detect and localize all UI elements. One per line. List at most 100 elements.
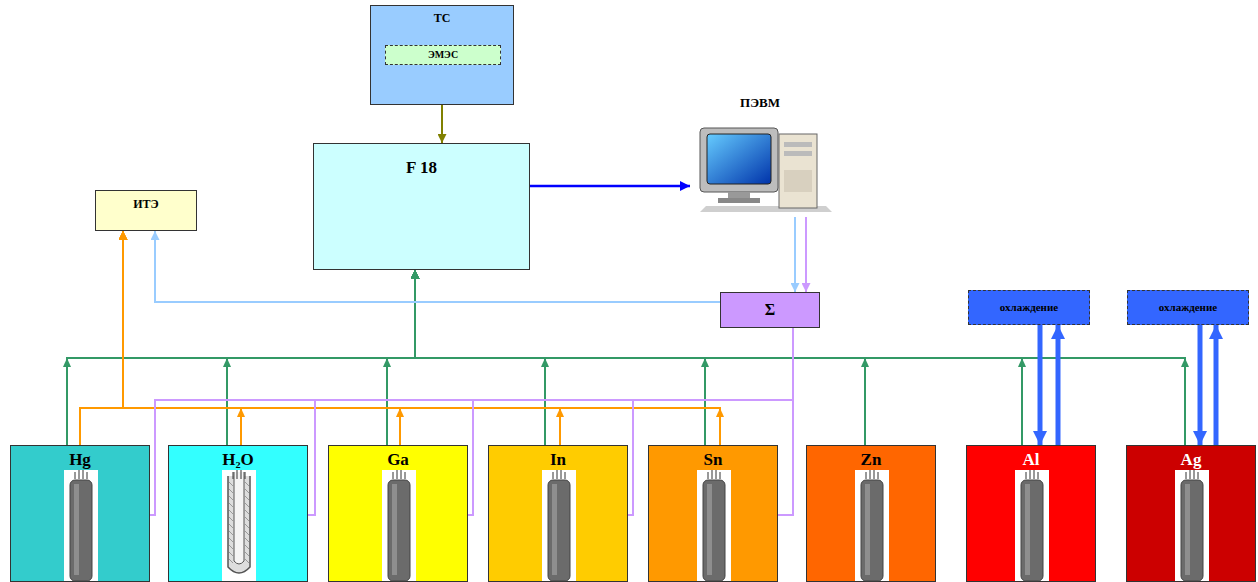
cell-crucible	[1021, 480, 1043, 581]
lead-wire	[708, 472, 709, 479]
cell-window	[855, 470, 889, 581]
signal-connector	[441, 105, 443, 143]
lead-wire	[1026, 472, 1027, 479]
crucible-highlight	[707, 484, 712, 575]
hatch-stroke	[229, 482, 233, 486]
lead-wire	[245, 472, 246, 479]
node-label: ПЭВМ	[740, 96, 780, 111]
node-label: ТС	[434, 12, 451, 26]
signal-connector	[1198, 325, 1203, 445]
hatch-stroke	[229, 503, 233, 507]
lead-wire	[1186, 472, 1187, 479]
lead-wire	[1198, 472, 1199, 479]
ice-mantle-hatching	[229, 482, 249, 563]
cell-window	[1175, 470, 1209, 581]
lead-wire	[716, 470, 717, 479]
drive-bay	[784, 151, 812, 156]
monitor-stand	[718, 198, 760, 203]
signal-connector	[778, 328, 793, 515]
fixed-point-cell: Zn	[806, 445, 936, 582]
hatch-stroke	[229, 559, 233, 563]
fixed-point-cell: Ag	[1126, 445, 1256, 582]
lead-wire	[553, 472, 554, 479]
lead-wire	[87, 472, 88, 479]
fixed-point-cell: Ga	[328, 445, 468, 582]
fixed-point-cell: In	[488, 445, 628, 582]
node-label: In	[550, 450, 566, 470]
lead-wire	[720, 472, 721, 479]
hatch-stroke	[245, 524, 249, 528]
fixed-point-cell: H₂O	[168, 445, 308, 582]
hatch-stroke	[245, 545, 249, 549]
lead-wire	[866, 472, 867, 479]
hatch-stroke	[245, 517, 249, 521]
node-label: Al	[1023, 450, 1040, 470]
crucible-highlight	[552, 484, 557, 575]
hatch-stroke	[229, 489, 233, 493]
system-unit	[779, 134, 817, 208]
hatch-stroke	[245, 482, 249, 486]
lead-wire	[401, 470, 402, 479]
cell-crucible	[1181, 480, 1203, 581]
lead-wire	[565, 472, 566, 479]
signal-connector	[415, 270, 1185, 445]
line-arrowheads	[237, 408, 724, 417]
cell-crucible	[70, 480, 92, 581]
cell-window	[382, 470, 416, 581]
node-label: охлаждение	[1159, 301, 1217, 314]
cell-window	[1015, 470, 1049, 581]
front-panel	[784, 170, 812, 192]
lead-wire	[557, 470, 558, 479]
cell-crucible	[388, 480, 410, 581]
bus-arrowheads	[63, 358, 1189, 367]
thermometer-leads	[393, 470, 405, 479]
signal-connector	[227, 270, 415, 445]
lead-wire	[75, 472, 76, 479]
signal-connector	[80, 231, 123, 445]
fixed-point-cell: Sn	[648, 445, 778, 582]
hatch-stroke	[245, 559, 249, 563]
signal-connector	[123, 231, 241, 445]
device-box: ИТЭ	[95, 190, 197, 231]
hatch-stroke	[229, 524, 233, 528]
thermometer-well	[234, 472, 244, 564]
thermometer-leads	[75, 470, 87, 479]
lead-wire	[83, 470, 84, 479]
node-label: ЭМЭС	[428, 49, 458, 61]
signal-connector	[1214, 325, 1219, 445]
monitor-screen	[707, 134, 771, 184]
hatch-stroke	[245, 510, 249, 514]
hatch-stroke	[229, 517, 233, 521]
crucible-highlight	[1025, 484, 1030, 575]
signal-connector	[1038, 325, 1043, 445]
lead-wire	[1030, 470, 1031, 479]
node-label: охлаждение	[1000, 301, 1058, 314]
thermometer-leads	[1026, 470, 1038, 479]
lead-wire	[1034, 470, 1035, 479]
node-label: Sn	[704, 450, 723, 470]
node-label: Hg	[69, 450, 91, 470]
module-box: ЭМЭС	[385, 45, 501, 65]
signal-connector	[530, 185, 690, 188]
cell-crucible	[548, 480, 570, 581]
node-label: Zn	[861, 450, 882, 470]
cell-window	[542, 470, 576, 581]
lead-wire	[233, 472, 234, 479]
crucible-highlight	[74, 484, 79, 575]
node-label: Ga	[387, 450, 409, 470]
lead-wire	[874, 470, 875, 479]
computer-icon	[700, 128, 832, 212]
thermometer-leads	[233, 470, 245, 479]
hatch-stroke	[229, 552, 233, 556]
fixed-point-cell: Hg	[10, 445, 150, 582]
hatch-stroke	[229, 545, 233, 549]
cooling-box: охлаждение	[1127, 290, 1249, 325]
drive-bay	[784, 142, 812, 147]
thermometer-leads	[866, 470, 878, 479]
hatch-stroke	[245, 489, 249, 493]
lead-wire	[393, 472, 394, 479]
hatch-stroke	[229, 496, 233, 500]
cell-window	[64, 470, 98, 581]
fixed-point-cell: Al	[966, 445, 1096, 582]
